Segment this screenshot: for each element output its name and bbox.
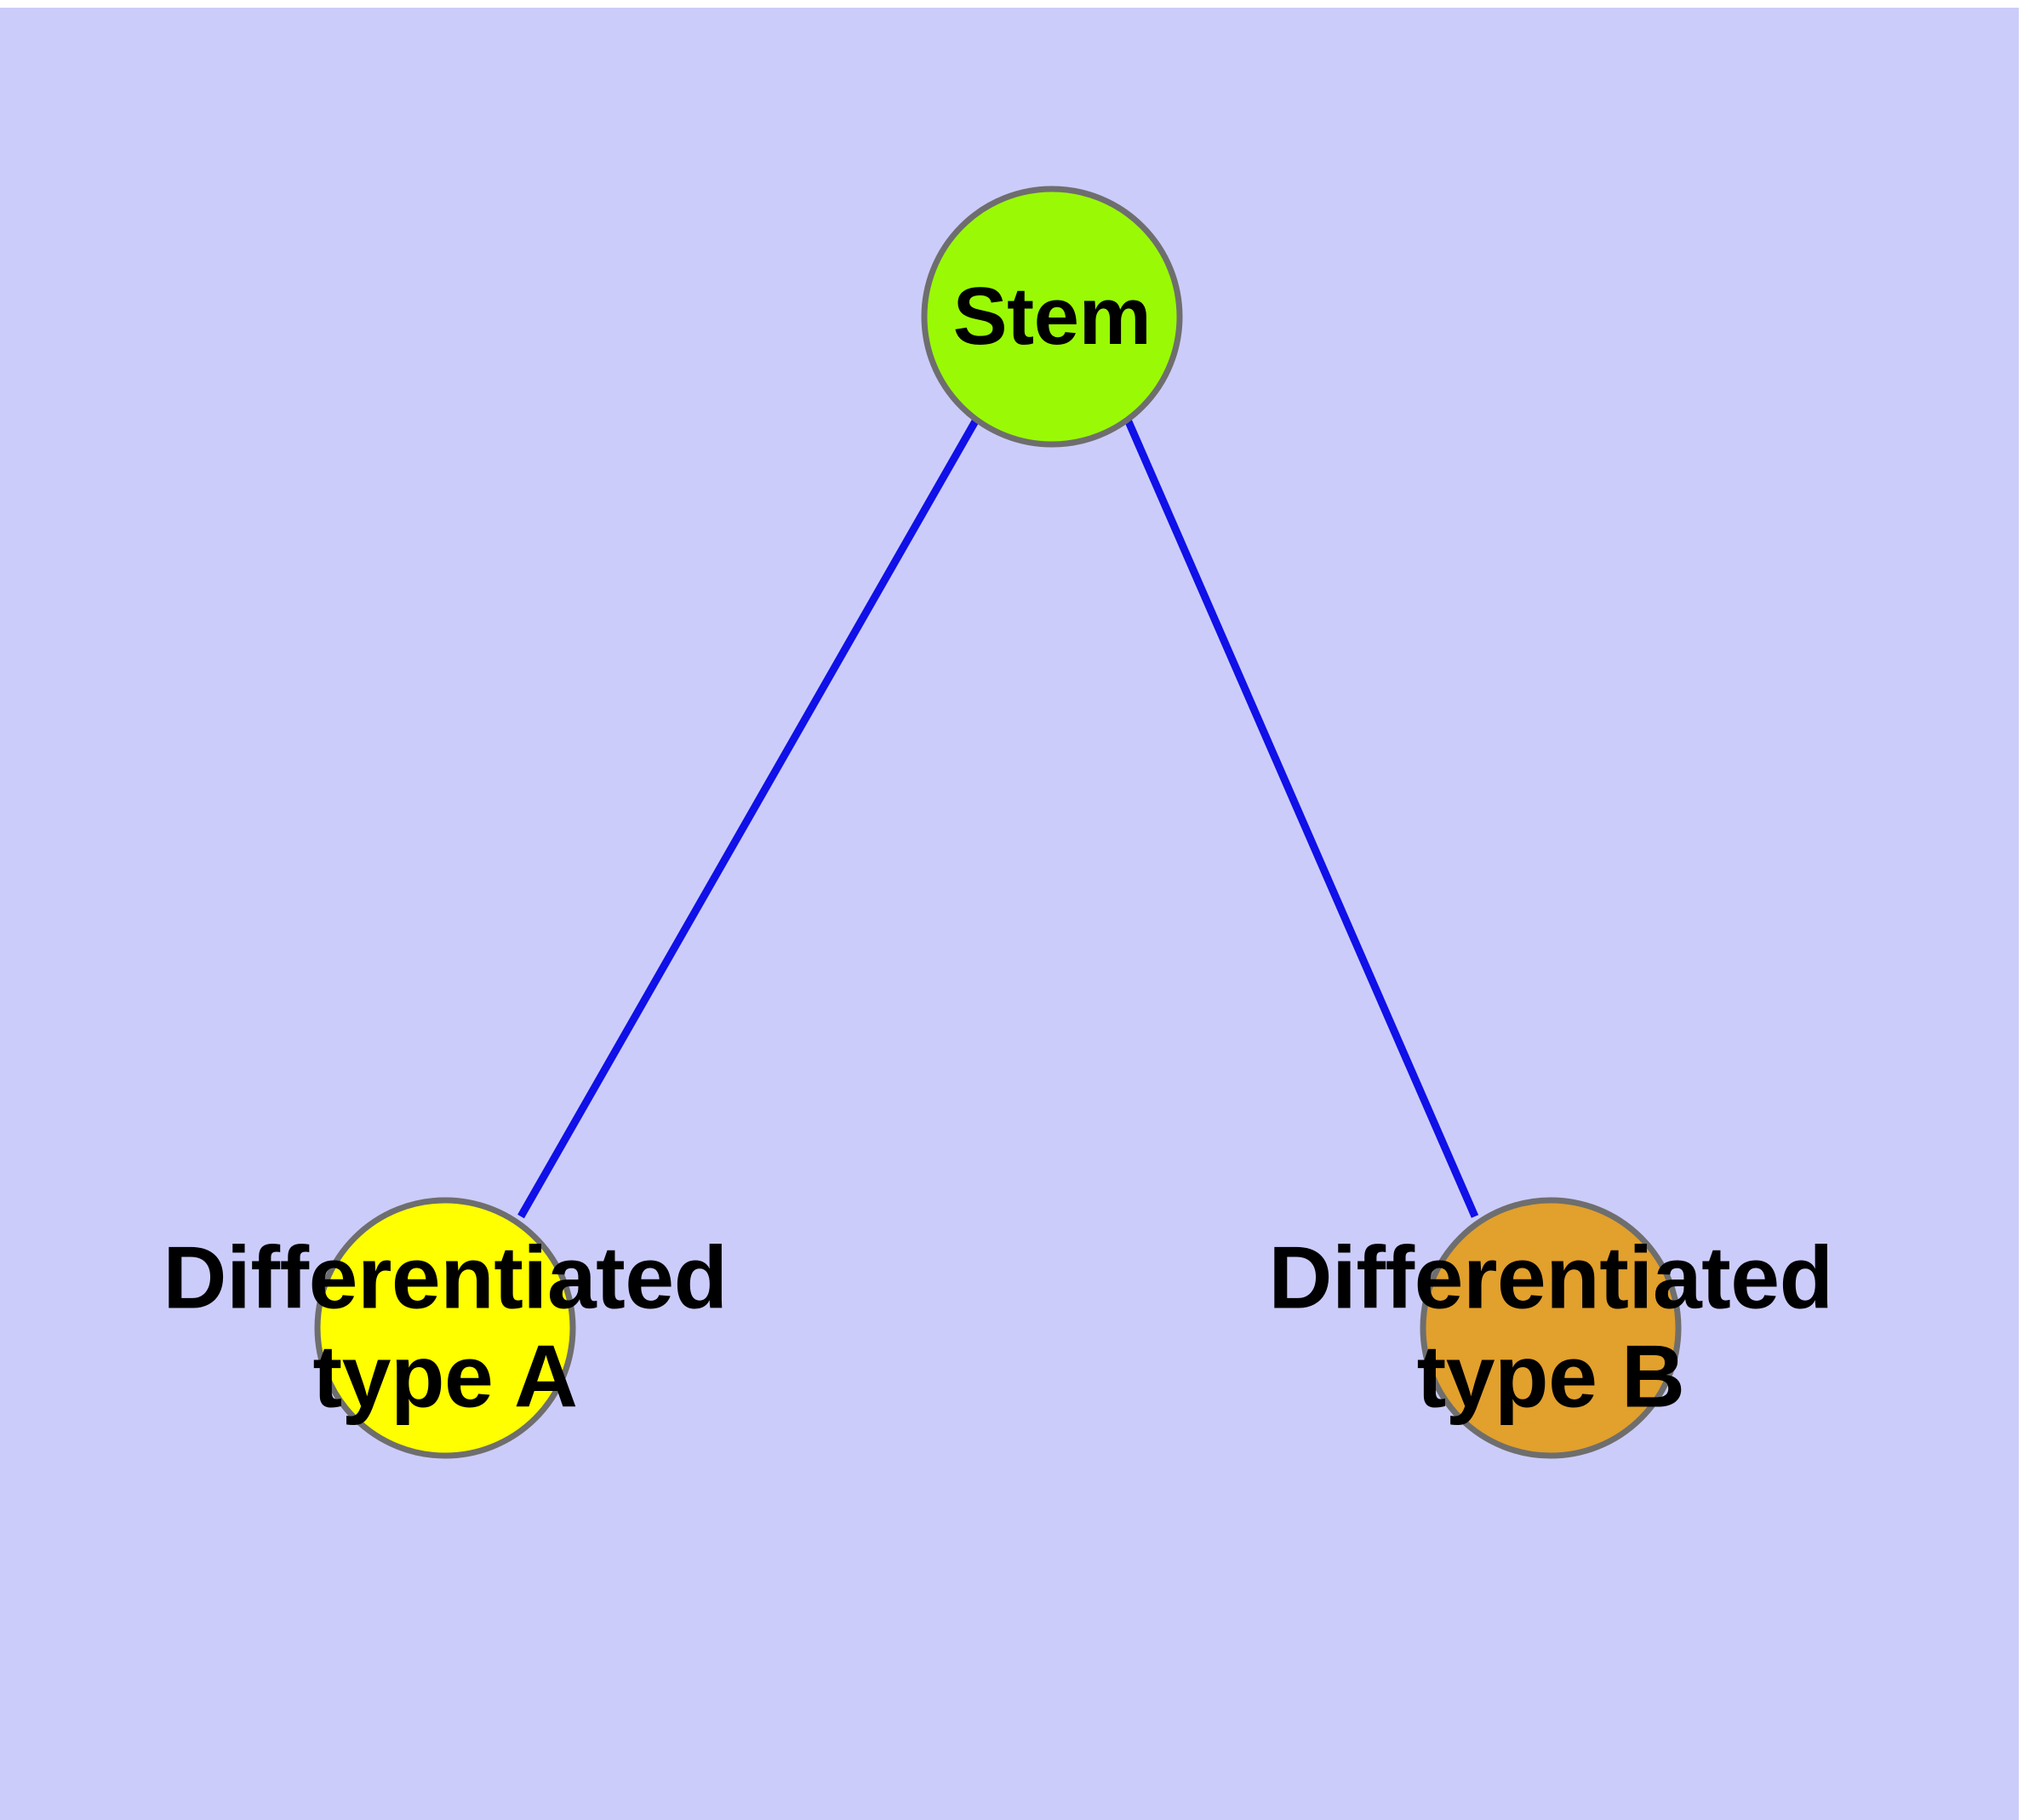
node-layer [314,186,1682,1459]
node-circle-stem[interactable] [921,186,1183,448]
edge-stem-to-differentiated-type-b[interactable] [1123,418,1479,1218]
edge-stem-to-differentiated-type-a[interactable] [517,417,980,1219]
node-circle-differentiated-type-a[interactable] [314,1197,576,1459]
node-circle-differentiated-type-b[interactable] [1420,1197,1682,1459]
edge-layer [517,417,1479,1219]
